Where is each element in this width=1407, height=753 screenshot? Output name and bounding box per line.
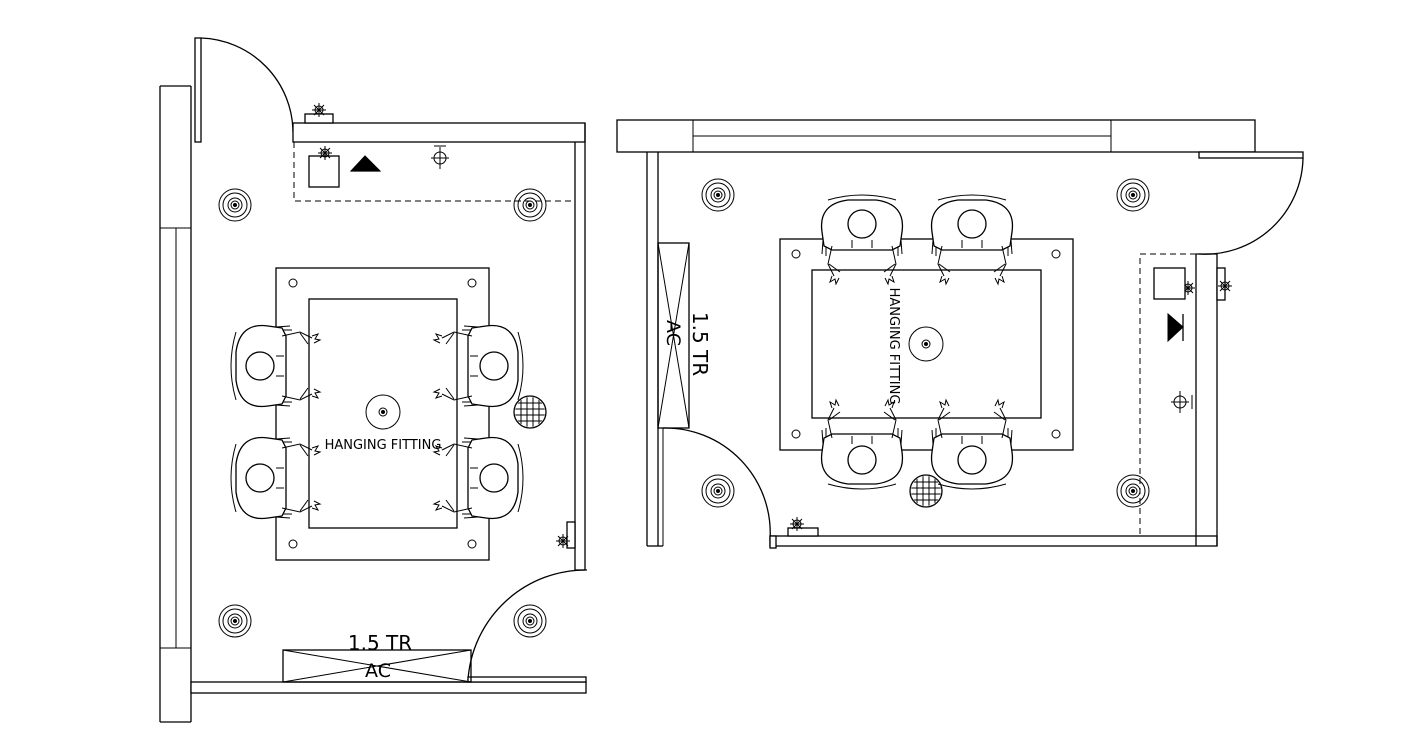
right-meeting-table [779, 238, 1074, 451]
left-room-services-zone [293, 142, 575, 202]
right-room-east-wall [1180, 253, 1233, 546]
chair-icon [433, 436, 524, 520]
right-room-plan [616, 119, 1304, 549]
switch-box-icon [1153, 267, 1186, 300]
right-room-top-door [1198, 151, 1304, 255]
left-room-plan [159, 37, 588, 723]
left-table-label: HANGING FITTING [325, 438, 442, 453]
door-swing-icon [200, 37, 294, 133]
right-table-label: HANGING FITTING [886, 288, 901, 405]
right-room-north-wall [616, 119, 1256, 153]
left-room-top-door [194, 37, 294, 143]
downlight-icon [218, 604, 252, 638]
left-ac-capacity: 1.5 TR [348, 631, 412, 655]
pendant-light-icon [908, 326, 944, 362]
right-room-west-wall [646, 152, 690, 547]
switch-box-icon [308, 155, 340, 188]
left-room-east-wall [555, 123, 586, 571]
socket-icon [1170, 390, 1190, 414]
chair-icon [820, 399, 904, 490]
chair-icon [230, 436, 321, 520]
left-room-bottom-door [467, 569, 588, 683]
left-ac-unit [282, 649, 472, 683]
left-ac-label: AC [365, 660, 391, 682]
right-room-services-zone [1139, 253, 1196, 536]
ac-unit-icon [282, 649, 472, 683]
socket-icon [430, 146, 450, 170]
right-ac-label: AC [662, 320, 684, 346]
chair-icon [230, 324, 321, 408]
right-ac-capacity: 1.5 TR [688, 312, 712, 376]
downlight-icon [513, 188, 547, 222]
downlight-icon [1116, 178, 1150, 212]
downlight-icon [218, 188, 252, 222]
chair-icon [930, 399, 1014, 490]
grille-icon [514, 396, 546, 428]
left-room-chairs [230, 324, 524, 520]
left-meeting-table [275, 267, 490, 561]
door-swing-icon [662, 427, 771, 541]
chair-icon [433, 324, 524, 408]
grille-icon [910, 475, 942, 507]
downlight-icon [701, 178, 735, 212]
door-swing-icon [1198, 157, 1304, 255]
speaker-icon [1167, 312, 1184, 343]
speaker-icon [349, 155, 382, 172]
right-room-south-wall [769, 516, 1218, 549]
downlight-icon [1116, 474, 1150, 508]
pendant-light-icon [365, 394, 401, 430]
downlight-icon [701, 474, 735, 508]
door-swing-icon [467, 569, 588, 681]
left-room-west-wall [159, 85, 192, 723]
left-room-north-wall [292, 102, 586, 143]
downlight-icon [513, 604, 547, 638]
